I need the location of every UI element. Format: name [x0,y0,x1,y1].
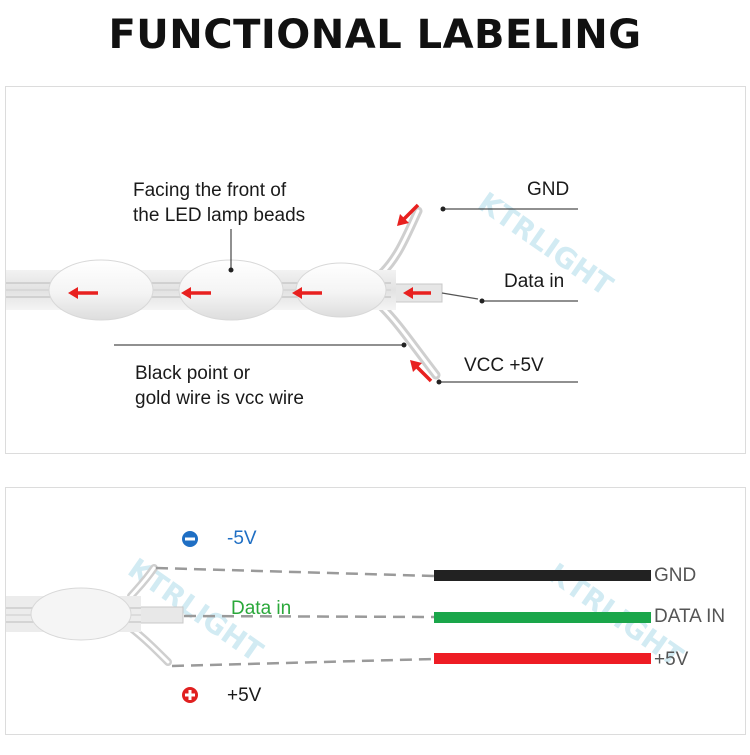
data-dash-line [183,614,435,619]
vcc-label: VCC +5V [464,355,544,376]
pos-voltage-label: +5V [227,685,262,706]
strip-illustration: KTRLIGHT [6,186,619,385]
black-point-label-line1: Black point or [135,363,251,384]
gnd-label: GND [527,179,570,200]
black-point-label-line2: gold wire is vcc wire [135,388,304,409]
data-in-label: Data in [504,271,565,292]
vcc-arrow [410,360,433,383]
facing-label-line1: Facing the front of [133,180,287,201]
data-in-wire-label: DATA IN [654,606,726,627]
direction-arrow [403,287,431,299]
pos-wire-red [434,653,651,664]
direction-arrow [181,287,211,299]
neg-voltage-label: -5V [227,528,257,549]
direction-arrow [68,287,98,299]
gnd-arrow [397,203,420,226]
plus-circle-icon [182,687,198,703]
labeling-panel-top: KTRLIGHT [5,86,746,454]
wire-color-diagram: KTRLIGHT KTRLIGHT [6,531,689,703]
pos-dash-line [171,657,435,668]
led-bead [48,259,154,321]
gnd-wire-black [434,570,651,581]
led-bead [295,262,387,318]
data-wire-green [434,612,651,623]
labeling-panel-bottom: KTRLIGHT KTRLIGHT -5V D [5,487,746,735]
minus-circle-icon [182,531,198,547]
direction-arrow [292,287,322,299]
led-bead [30,587,132,641]
page-title: FUNCTIONAL LABELING [108,12,642,58]
gnd-wire-label: GND [654,565,697,586]
facing-label-line2: the LED lamp beads [133,205,306,226]
gnd-dash-line [155,566,435,578]
data-in-green-label: Data in [231,598,292,619]
pos-wire-label: +5V [654,649,689,670]
